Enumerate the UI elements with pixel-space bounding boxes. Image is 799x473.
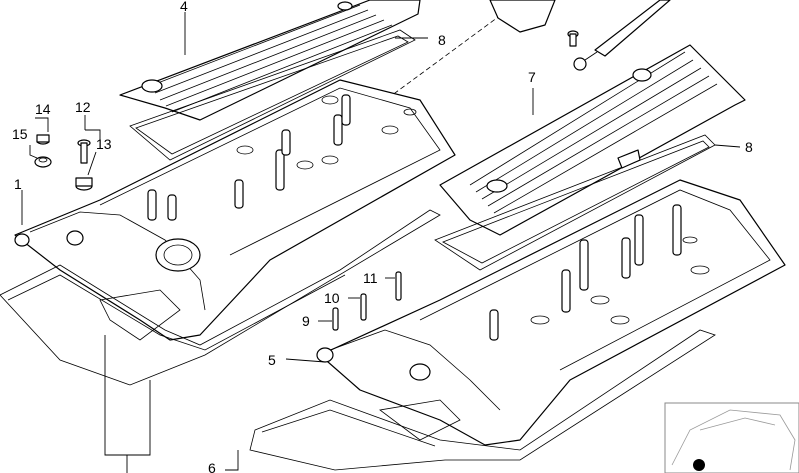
part-10-stud[interactable] bbox=[360, 293, 367, 321]
part-9-stud[interactable] bbox=[332, 307, 339, 331]
part-15-washer[interactable] bbox=[34, 156, 52, 168]
leader-8b bbox=[714, 144, 741, 148]
leader-bracket bbox=[104, 335, 151, 473]
upper-cap-part[interactable] bbox=[489, 0, 556, 33]
callout-10: 10 bbox=[324, 290, 340, 306]
callout-14: 14 bbox=[35, 101, 51, 117]
part-5-cylinder-head-cover[interactable] bbox=[316, 179, 786, 446]
part-7-cover-cap[interactable] bbox=[439, 44, 746, 236]
part-4-cover-cap[interactable] bbox=[119, 0, 421, 121]
callout-1: 1 bbox=[14, 176, 22, 192]
gasket-lower-left[interactable] bbox=[0, 209, 441, 386]
leader-14-15 bbox=[29, 117, 49, 159]
engine-location-marker bbox=[693, 459, 705, 471]
small-bolt-top[interactable] bbox=[567, 30, 579, 47]
vehicle-location-thumbnail[interactable] bbox=[664, 402, 799, 473]
callout-15: 15 bbox=[12, 126, 28, 142]
part-6-gasket-lower[interactable] bbox=[249, 329, 716, 471]
callout-6: 6 bbox=[208, 460, 216, 473]
callout-13: 13 bbox=[96, 136, 112, 152]
part-1-cylinder-head-cover[interactable] bbox=[14, 79, 456, 341]
leader-5 bbox=[285, 358, 326, 363]
ground-cable[interactable] bbox=[573, 0, 671, 71]
leader-12 bbox=[84, 115, 101, 140]
callout-5: 5 bbox=[268, 352, 276, 368]
part-12-bolt[interactable] bbox=[77, 139, 91, 164]
callout-9: 9 bbox=[302, 313, 310, 329]
callout-8-upper: 8 bbox=[438, 32, 446, 48]
callout-4: 4 bbox=[180, 0, 188, 14]
leader-6 bbox=[225, 450, 239, 471]
leader-13 bbox=[87, 151, 97, 176]
part-14-nut[interactable] bbox=[36, 134, 50, 145]
callout-11: 11 bbox=[363, 270, 378, 286]
callout-12: 12 bbox=[75, 99, 91, 115]
part-11-stud[interactable] bbox=[395, 271, 402, 301]
callout-7: 7 bbox=[528, 69, 536, 85]
part-8-gasket-upper[interactable] bbox=[129, 29, 416, 161]
part-13-grommet[interactable] bbox=[75, 177, 93, 191]
callout-8-right: 8 bbox=[745, 139, 753, 155]
